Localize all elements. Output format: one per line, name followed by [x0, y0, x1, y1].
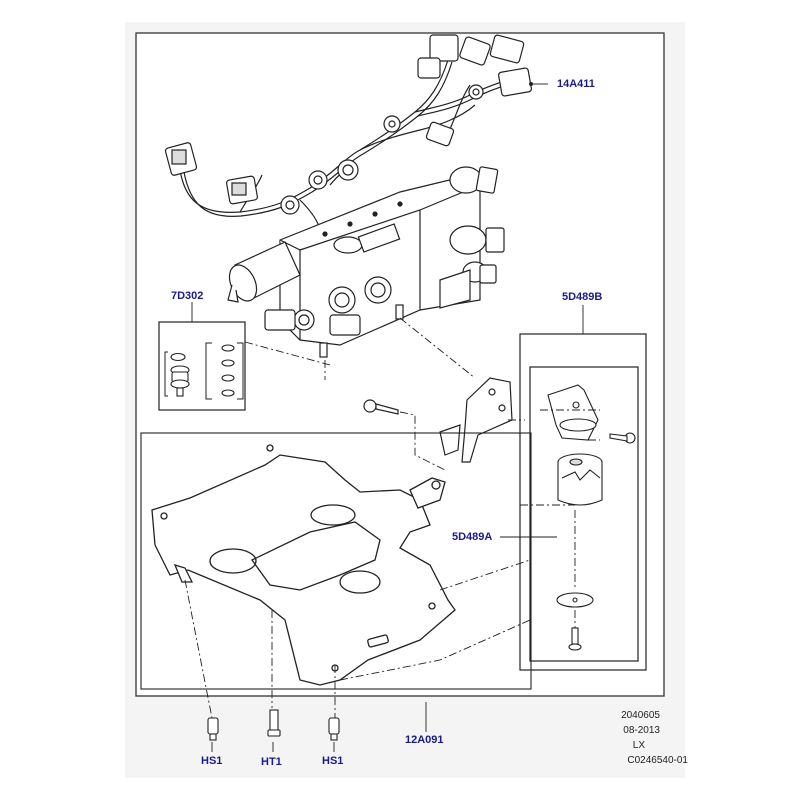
plate-zone-box [140, 432, 532, 690]
wiring-harness [164, 34, 532, 231]
fasteners [207, 709, 340, 741]
mounting-plate [151, 444, 456, 686]
seal-kit-parts [170, 344, 235, 397]
diagram-id: 2040605 [621, 710, 660, 721]
seal-kit-box [158, 321, 246, 411]
valve-block [227, 166, 505, 358]
mounting-kit-parts [547, 384, 636, 651]
callout-bolt-right[interactable]: HS1 [322, 755, 344, 767]
callout-mounting-kit[interactable]: 5D489B [562, 291, 603, 303]
callout-wiring-harness[interactable]: 14A411 [557, 78, 595, 90]
callout-bolt-left[interactable]: HS1 [201, 755, 223, 767]
diagram-code: C0246540-01 [627, 755, 688, 766]
diagram-date: 08-2013 [623, 725, 660, 736]
callout-isolator-mount[interactable]: 5D489A [452, 531, 493, 543]
callout-bracket[interactable]: 12A091 [405, 734, 444, 746]
seal-kit-bracket-lines [164, 342, 244, 400]
leader-lines [191, 83, 584, 752]
assembly-lines [184, 317, 600, 719]
callout-dot-wiring [529, 82, 533, 86]
callout-seal-kit[interactable]: 7D302 [171, 290, 204, 302]
diagram-model: LX [632, 740, 645, 751]
callout-bolt-center[interactable]: HT1 [261, 756, 282, 768]
